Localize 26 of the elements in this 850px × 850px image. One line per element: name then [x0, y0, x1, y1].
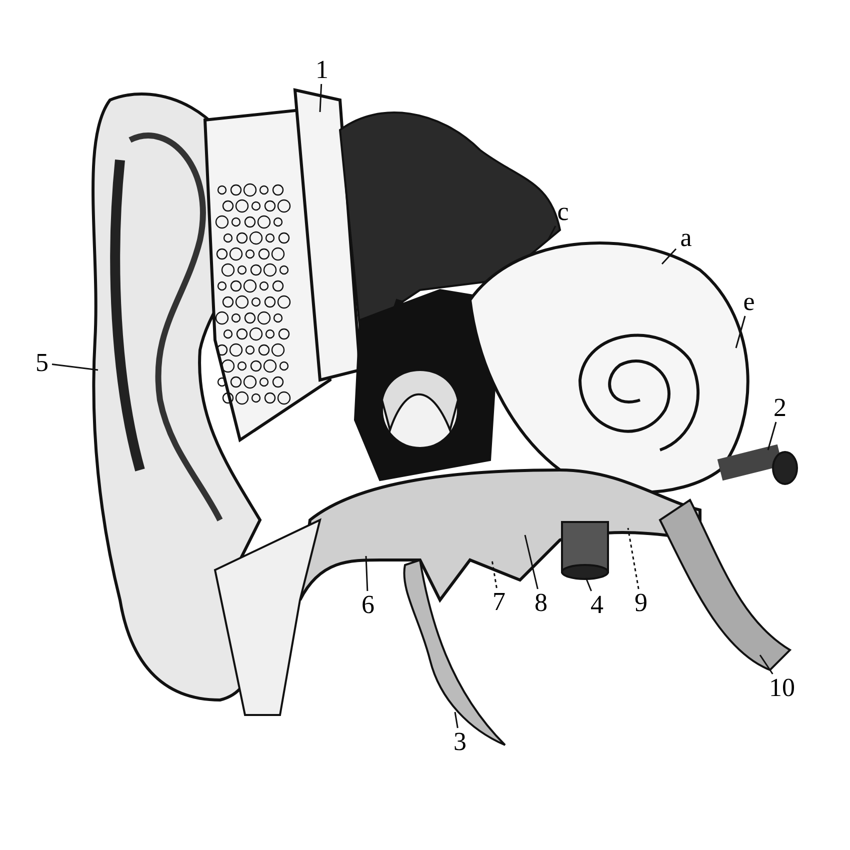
callout-number: 7 — [485, 588, 513, 616]
callout-number: 4 — [583, 591, 611, 619]
leader-line — [524, 534, 538, 590]
leader-line — [491, 560, 498, 588]
leader-line — [759, 654, 774, 674]
leader-line — [767, 422, 777, 450]
leader-line — [365, 556, 368, 592]
leader-line — [454, 712, 458, 728]
leader-line — [585, 578, 592, 592]
callout-number: c — [549, 198, 577, 226]
leader-line — [661, 248, 677, 264]
callout-number: 5 — [28, 349, 56, 377]
leader-line — [627, 528, 640, 590]
callout-number: a — [672, 224, 700, 252]
leader-line — [319, 84, 322, 112]
leader-line — [547, 226, 556, 240]
callout-number: 6 — [354, 591, 382, 619]
leader-line — [52, 364, 98, 371]
callout-number: 2 — [766, 394, 794, 422]
callout-number: 8 — [527, 589, 555, 617]
callout-number: 9 — [627, 589, 655, 617]
callout-number: e — [735, 288, 763, 316]
leader-line — [735, 316, 746, 348]
callout-number: 3 — [446, 728, 474, 756]
callout-number: 10 — [768, 674, 796, 702]
callout-number: 1 — [308, 56, 336, 84]
